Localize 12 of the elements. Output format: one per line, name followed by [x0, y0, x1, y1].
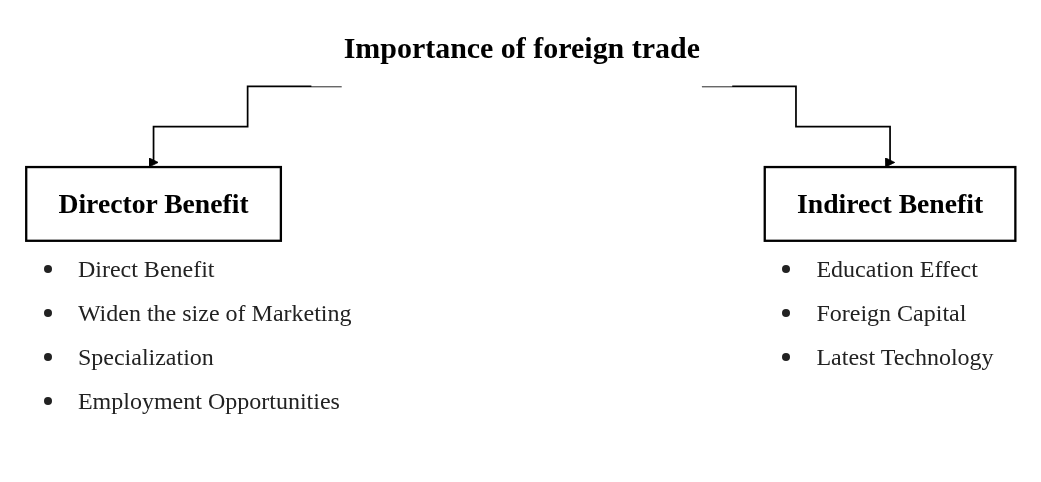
list-item: Employment Opportunities [77, 386, 340, 416]
list-item: Education Effect [816, 254, 978, 284]
list-item: Direct Benefit [77, 254, 215, 284]
list-item: Widen the size of Marketing [77, 298, 352, 328]
list-item: Specialization [77, 342, 214, 372]
arrow [148, 85, 343, 168]
node-box: Indirect Benefit [763, 165, 1017, 242]
arrow [700, 85, 895, 168]
node-text: Importance of foreign trade [343, 31, 700, 65]
list-item: Foreign Capital [816, 298, 967, 328]
node-box: Director Benefit [24, 165, 282, 242]
list-item: Latest Technology [816, 342, 994, 372]
